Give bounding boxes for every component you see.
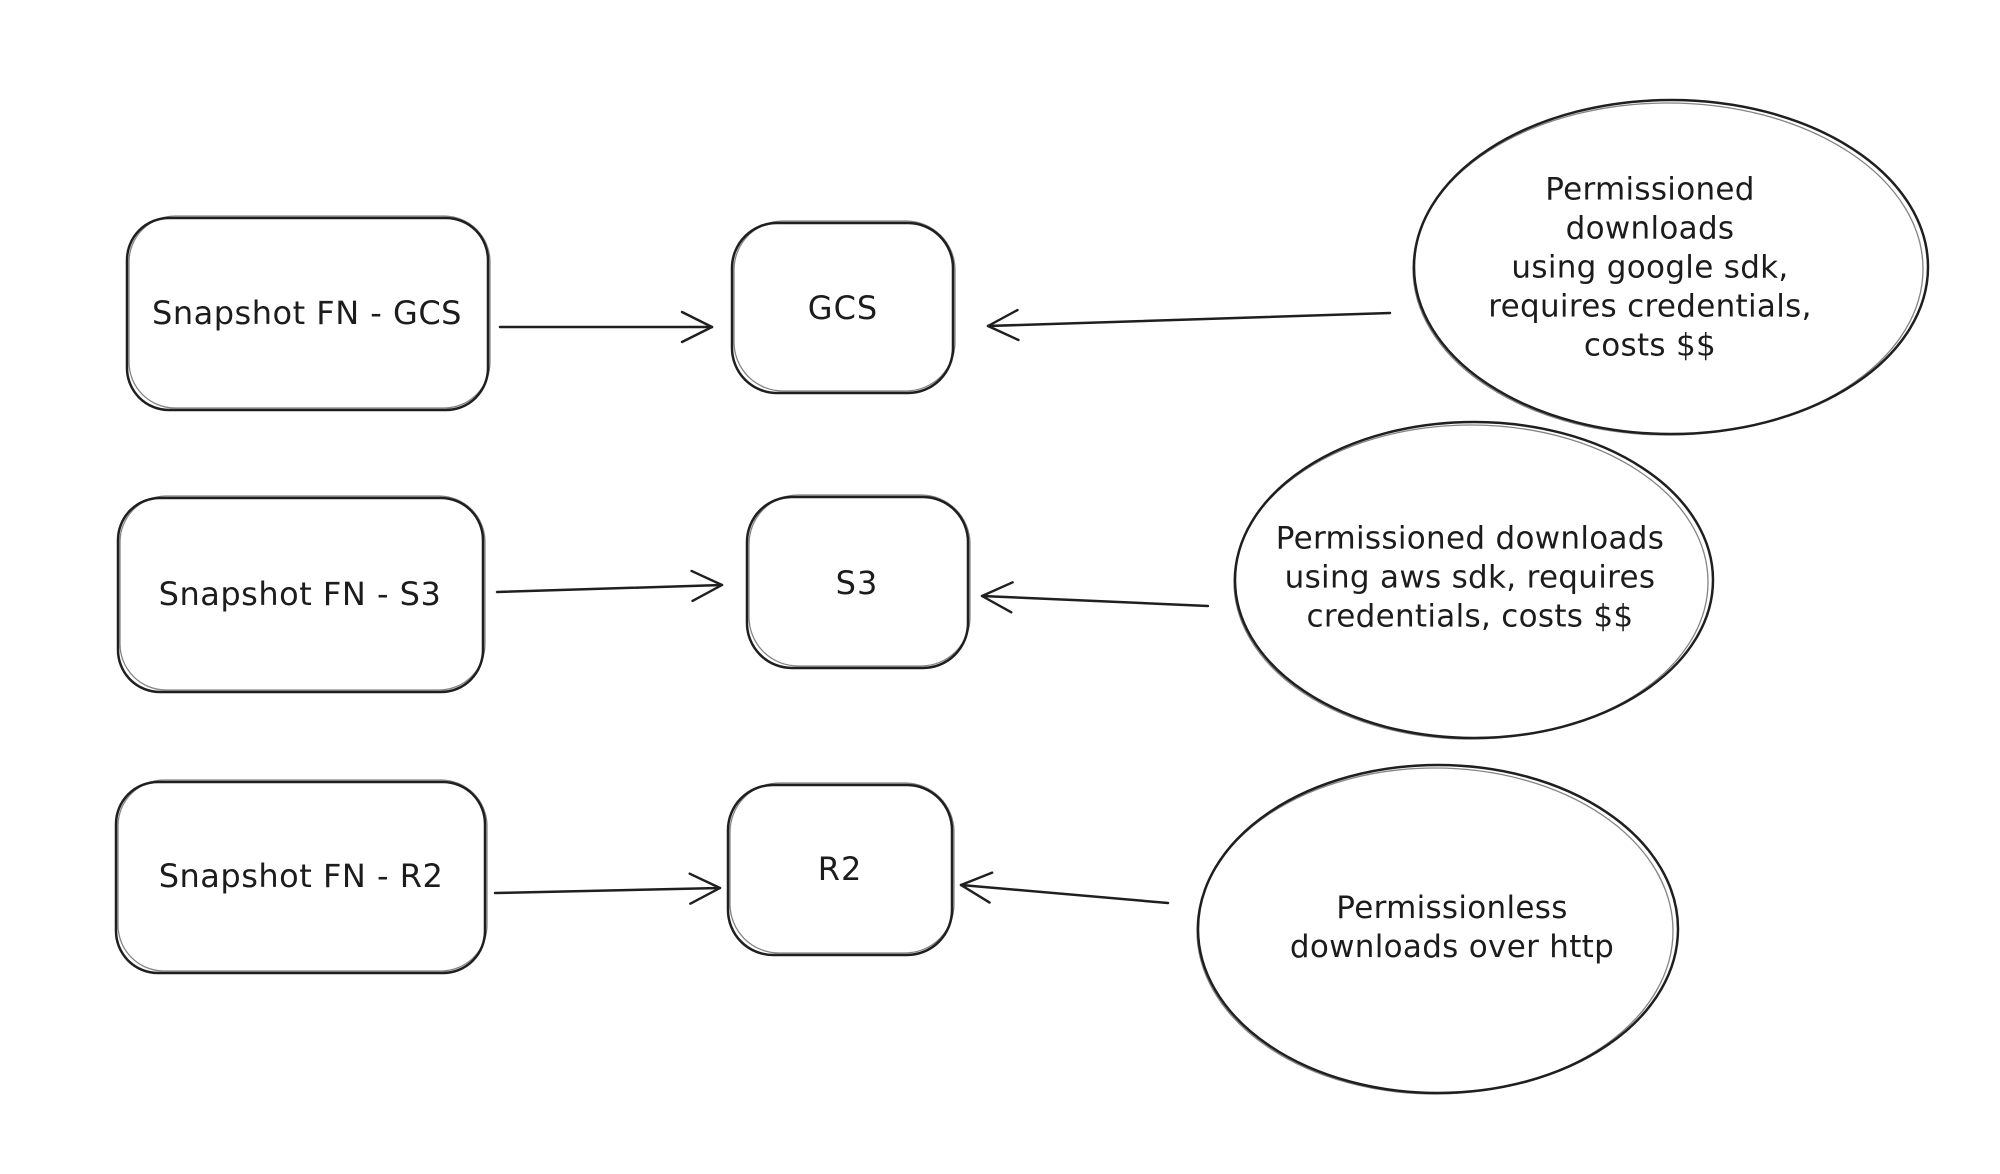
target-box-gcs-label: GCS (807, 289, 879, 327)
source-box-gcs-label: Snapshot FN - GCS (152, 294, 462, 332)
note-s3-text: Permissioned downloads using aws sdk, re… (1275, 520, 1665, 635)
note-ellipse-s3 (1233, 420, 1715, 740)
arrow-snapshot-to-r2 (493, 872, 722, 905)
note-ellipse-r2 (1196, 763, 1680, 1095)
note-r2-text: Permissionless downloads over http (1289, 890, 1615, 965)
source-box-r2-label: Snapshot FN - R2 (158, 857, 444, 895)
arrow-note-to-s3 (980, 581, 1210, 614)
source-box-s3 (116, 496, 485, 694)
source-box-r2 (114, 780, 487, 975)
arrow-snapshot-to-s3 (495, 569, 724, 603)
arrow-note-to-gcs (986, 308, 1392, 342)
target-box-r2-label: R2 (817, 850, 863, 888)
target-box-s3-label: S3 (835, 564, 879, 602)
source-box-s3-label: Snapshot FN - S3 (158, 575, 442, 613)
note-ellipse-gcs (1412, 98, 1930, 436)
note-gcs-text: Permissioned downloads using google sdk,… (1488, 171, 1812, 364)
target-box-s3 (745, 495, 970, 670)
source-box-gcs (125, 216, 490, 412)
target-box-r2 (726, 783, 954, 957)
sketch-overstrokes (117, 102, 1924, 1095)
arrow-note-to-r2 (959, 871, 1170, 905)
target-box-gcs (730, 221, 955, 395)
